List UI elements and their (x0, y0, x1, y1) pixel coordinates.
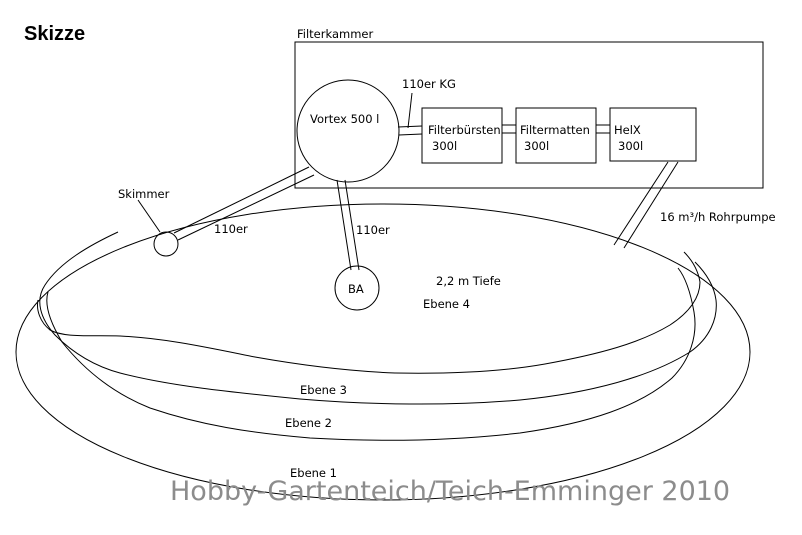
level-2-contour (46, 267, 696, 441)
filter-helx-volume: 300l (618, 139, 643, 153)
filter-mats-volume: 300l (524, 139, 549, 153)
filter-mats-name: Filtermatten (520, 123, 590, 137)
pond-outline (15, 203, 751, 501)
pump-pipe-right (623, 161, 679, 249)
pipe-skimmer-bottom (177, 174, 315, 241)
pipe-ba-left (336, 179, 352, 271)
sketch-title: Skizze (24, 23, 85, 45)
skimmer-leader (137, 199, 161, 233)
filter-chamber-label: Filterkammer (297, 27, 373, 41)
bottom-drain-circle (334, 265, 380, 311)
pipe-kg-leader (407, 92, 413, 129)
bottom-drain-label: BA (348, 282, 364, 296)
pipe-ba-right (344, 179, 360, 271)
level-3-label: Ebene 3 (300, 383, 347, 397)
filter-brushes-name: Filterbürsten (428, 123, 501, 137)
level-1-label: Ebene 1 (290, 466, 337, 480)
pump-pipe-left (613, 161, 669, 246)
pipe-skimmer-top (173, 166, 310, 234)
filter-chamber-box (294, 41, 764, 189)
vortex-tank (296, 79, 400, 183)
filter-box-mats (515, 107, 597, 164)
pipe-ba-label: 110er (356, 223, 390, 237)
level-3-contour (39, 231, 717, 405)
skimmer-circle (153, 231, 179, 257)
level-4-contour (37, 251, 701, 374)
filter-box-helx (609, 107, 697, 162)
pipe-skimmer-label: 110er (214, 222, 248, 236)
level-4-label: Ebene 4 (423, 297, 470, 311)
pipe-vortex-filter-top (397, 125, 423, 128)
watermark: Hobby-Gartenteich/Teich-Emminger 2010 (170, 476, 730, 507)
filter-brushes-volume: 300l (432, 139, 457, 153)
filter-box-brushes (421, 107, 503, 164)
vortex-label: Vortex 500 l (310, 112, 379, 126)
pump-label: 16 m³/h Rohrpumpe (660, 210, 776, 224)
depth-label: 2,2 m Tiefe (436, 274, 501, 288)
filter-helx-name: HelX (614, 123, 641, 137)
pipe-kg-label: 110er KG (402, 77, 456, 91)
pipe-vortex-filter-bottom (398, 133, 423, 136)
skimmer-label: Skimmer (118, 187, 170, 201)
level-2-label: Ebene 2 (285, 416, 332, 430)
